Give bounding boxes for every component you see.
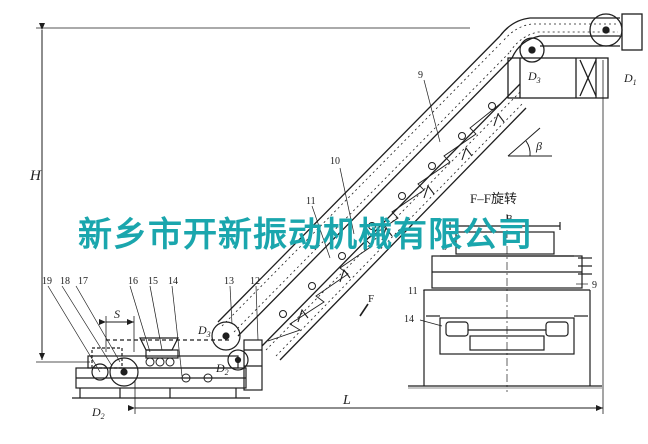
callout-11: 11 — [306, 196, 316, 207]
leader-lines — [47, 79, 588, 377]
callout-14: 14 — [168, 276, 178, 287]
section-label-b: B — [506, 214, 513, 225]
bottom-tail-drum — [91, 357, 139, 387]
section-cut-marker — [359, 303, 369, 317]
inclined-frame — [217, 35, 527, 361]
angle-label: β — [535, 139, 542, 153]
section-mark-f: F — [368, 293, 374, 305]
drum-label-d3-top: D3 — [527, 69, 541, 85]
lower-bend-drums — [211, 321, 263, 391]
section-callout-9: 9 — [592, 280, 597, 291]
callout-16: 16 — [128, 276, 138, 287]
section-callout-5: 5 — [442, 242, 447, 253]
incline-idlers — [279, 102, 496, 318]
top-chain — [503, 23, 618, 53]
callout-19: 19 — [42, 276, 52, 287]
spacing-dimension — [99, 316, 135, 352]
height-dimension — [36, 23, 470, 363]
length-label: L — [342, 393, 351, 408]
callout-13: 13 — [224, 276, 234, 287]
section-callout-14: 14 — [404, 314, 414, 325]
company-watermark: 新乡市开新振动机械有限公司 — [78, 215, 533, 255]
lower-chain — [265, 89, 525, 357]
callout-9: 9 — [418, 70, 423, 81]
callout-10: 10 — [330, 156, 340, 167]
drum-label-d1: D1 — [623, 71, 637, 87]
top-head-section — [499, 13, 643, 99]
feed-hopper — [139, 337, 179, 359]
height-label: H — [29, 168, 42, 184]
bottom-rollers — [145, 357, 213, 383]
callout-18: 18 — [60, 276, 70, 287]
drum-label-d3-mid: D3 — [197, 323, 211, 339]
section-view-title: F–F旋转 — [470, 191, 517, 206]
callout-17: 17 — [78, 276, 88, 287]
callout-12: 12 — [250, 276, 260, 287]
drum-label-d2-bottom: D2 — [91, 405, 105, 421]
section-callout-11: 11 — [408, 286, 418, 297]
drum-label-d2-mid: D2 — [215, 361, 229, 377]
callout-15: 15 — [148, 276, 158, 287]
length-dimension — [128, 60, 604, 414]
belt-dividers — [297, 112, 505, 323]
upper-chain — [221, 41, 511, 333]
frame-truss — [267, 103, 501, 342]
spacing-label: S — [114, 307, 120, 321]
angle-indicator — [507, 127, 552, 157]
